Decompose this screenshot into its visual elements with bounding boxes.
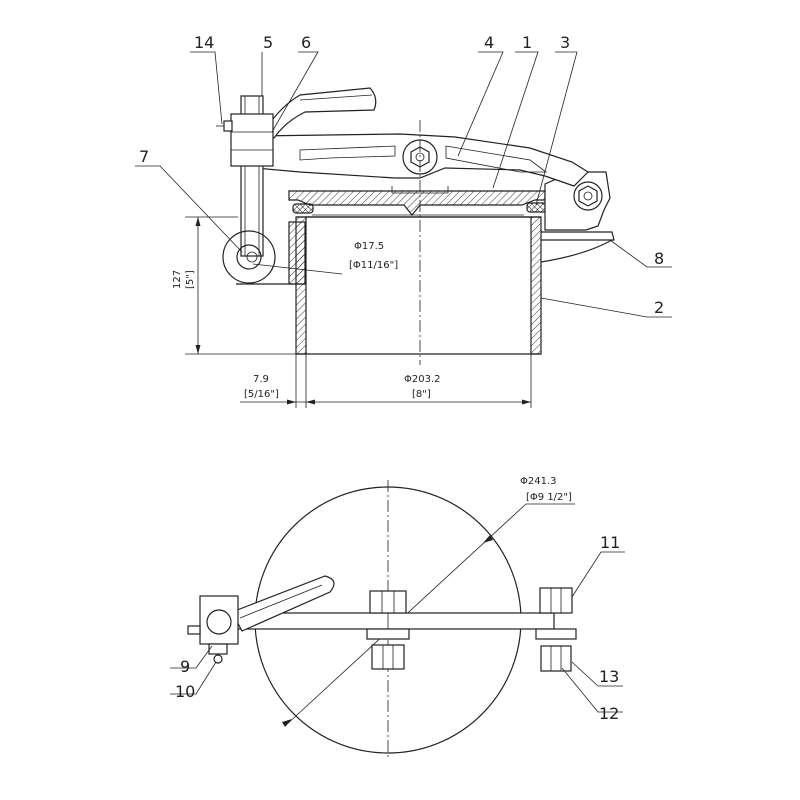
wall-mm: 7.9 xyxy=(253,374,269,385)
callout-6: 6 xyxy=(301,33,311,52)
callout-4: 4 xyxy=(484,33,494,52)
gasket-left xyxy=(292,203,314,214)
callout-7: 7 xyxy=(139,147,149,166)
cover-dia-mm: Φ241.3 xyxy=(520,476,557,487)
bore-in: [8"] xyxy=(412,389,431,400)
top-view: Φ241.3 [Φ9 1/2"] xyxy=(170,476,625,760)
callout-1: 1 xyxy=(522,33,532,52)
cover-dia-in: [Φ9 1/2"] xyxy=(526,492,572,503)
dimension-lines xyxy=(185,216,532,408)
hinge-bolt-right xyxy=(535,587,577,672)
cover-plate xyxy=(288,190,546,216)
callout-10: 10 xyxy=(175,682,195,701)
pin-dia-in: [Φ11/16"] xyxy=(349,260,398,271)
gasket-right xyxy=(526,202,548,213)
lever-arm xyxy=(254,133,589,194)
neck-body xyxy=(295,216,542,355)
wall-in: [5/16"] xyxy=(244,389,279,400)
callout-12: 12 xyxy=(599,704,619,723)
swing-bolt-top xyxy=(187,575,335,664)
callout-5: 5 xyxy=(263,33,273,52)
callout-13: 13 xyxy=(599,667,619,686)
leader-lines-side xyxy=(135,51,672,318)
callout-9: 9 xyxy=(180,657,190,676)
hinge-bracket xyxy=(540,171,615,263)
swing-bolt xyxy=(216,95,306,285)
side-view: Φ17.5 [Φ11/16"] 127 [5"] 7.9 [5/16"] Φ20… xyxy=(135,33,672,408)
leader-lines-top xyxy=(170,551,625,713)
callout-2: 2 xyxy=(654,298,664,317)
callout-14: 14 xyxy=(194,33,214,52)
callout-8: 8 xyxy=(654,249,664,268)
height-in: [5"] xyxy=(185,270,196,289)
center-bolt xyxy=(366,590,410,670)
callout-11: 11 xyxy=(600,533,620,552)
pin-dia-mm: Φ17.5 xyxy=(354,241,384,252)
height-mm: 127 xyxy=(172,270,183,289)
handle xyxy=(261,87,377,139)
crossbar xyxy=(231,612,555,630)
bore-mm: Φ203.2 xyxy=(404,374,441,385)
callout-3: 3 xyxy=(560,33,570,52)
